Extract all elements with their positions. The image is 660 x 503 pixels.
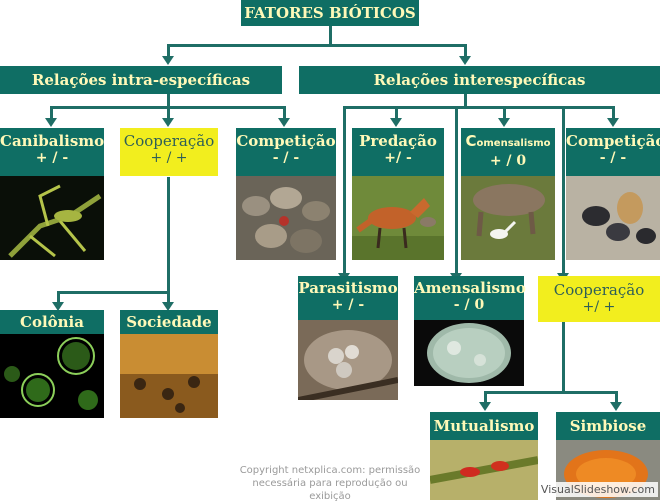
parasitismo-sign: + / - xyxy=(298,297,398,313)
sociedade-photo xyxy=(120,334,218,418)
comensalismo-title: Comensalismo xyxy=(461,132,555,153)
amensalismo-box: Amensalismo - / 0 xyxy=(414,276,524,320)
predacao-sign: +/ - xyxy=(352,150,444,166)
predacao-title: Predação xyxy=(352,132,444,150)
cooperacao-inter-title: Cooperação xyxy=(538,281,660,299)
canibalismo-photo xyxy=(0,176,104,260)
intra-relations-title: Relações intra-específicas xyxy=(32,71,250,89)
root-title: FATORES BIÓTICOS xyxy=(244,4,416,22)
watermark-link[interactable]: VisualSlideshow.com xyxy=(538,482,658,497)
cooperacao-intra-sign: + / + xyxy=(120,150,218,166)
colonia-title: Colônia xyxy=(20,313,84,331)
cooperacao-inter-box: Cooperação +/ + xyxy=(538,276,660,322)
comensalismo-title-rest: omensalismo xyxy=(477,138,551,149)
predacao-photo xyxy=(352,176,444,260)
cooperacao-intra-box: Cooperação + / + xyxy=(120,128,218,176)
inter-relations-title: Relações interespecíficas xyxy=(374,71,586,89)
cooperacao-inter-sign: +/ + xyxy=(538,299,660,315)
competicao-inter-title: Competição xyxy=(566,132,660,150)
copyright-line-1: Copyright netxplica.com: permissão xyxy=(232,464,428,477)
comensalismo-sign: + / 0 xyxy=(461,153,555,169)
canibalismo-box: Canibalismo + / - xyxy=(0,128,104,176)
parasitismo-title: Parasitismo xyxy=(298,279,398,297)
parasitismo-photo xyxy=(298,320,398,400)
sociedade-box: Sociedade xyxy=(120,310,218,334)
mutualismo-photo xyxy=(430,440,538,500)
mutualismo-title: Mutualismo xyxy=(434,417,535,435)
comensalismo-photo xyxy=(461,176,555,260)
comensalismo-box: Comensalismo + / 0 xyxy=(461,128,555,176)
simbiose-title: Simbiose xyxy=(570,417,647,435)
intra-relations-box: Relações intra-específicas xyxy=(0,66,282,94)
colonia-box: Colônia xyxy=(0,310,104,334)
amensalismo-sign: - / 0 xyxy=(414,297,524,313)
predacao-box: Predação +/ - xyxy=(352,128,444,176)
competicao-inter-sign: - / - xyxy=(566,150,660,166)
comensalismo-title-initial: C xyxy=(465,132,476,150)
competicao-intra-sign: - / - xyxy=(236,150,336,166)
competicao-intra-title: Competição xyxy=(236,132,336,150)
inter-relations-box: Relações interespecíficas xyxy=(299,66,660,94)
competicao-intra-box: Competição - / - xyxy=(236,128,336,176)
simbiose-box: Simbiose xyxy=(556,412,660,440)
cooperacao-intra-title: Cooperação xyxy=(120,132,218,150)
canibalismo-sign: + / - xyxy=(0,150,104,166)
colonia-photo xyxy=(0,334,104,418)
amensalismo-photo xyxy=(414,320,524,386)
parasitismo-box: Parasitismo + / - xyxy=(298,276,398,320)
canibalismo-title: Canibalismo xyxy=(0,132,104,150)
competicao-inter-photo xyxy=(566,176,660,260)
copyright-line-2: necessária para reprodução ou exibição xyxy=(232,477,428,503)
sociedade-title: Sociedade xyxy=(126,313,211,331)
copyright-note: Copyright netxplica.com: permissão neces… xyxy=(232,464,428,503)
competicao-intra-photo xyxy=(236,176,336,260)
competicao-inter-box: Competição - / - xyxy=(566,128,660,176)
amensalismo-title: Amensalismo xyxy=(414,279,524,297)
mutualismo-box: Mutualismo xyxy=(430,412,538,440)
root-title-box: FATORES BIÓTICOS xyxy=(241,0,419,26)
